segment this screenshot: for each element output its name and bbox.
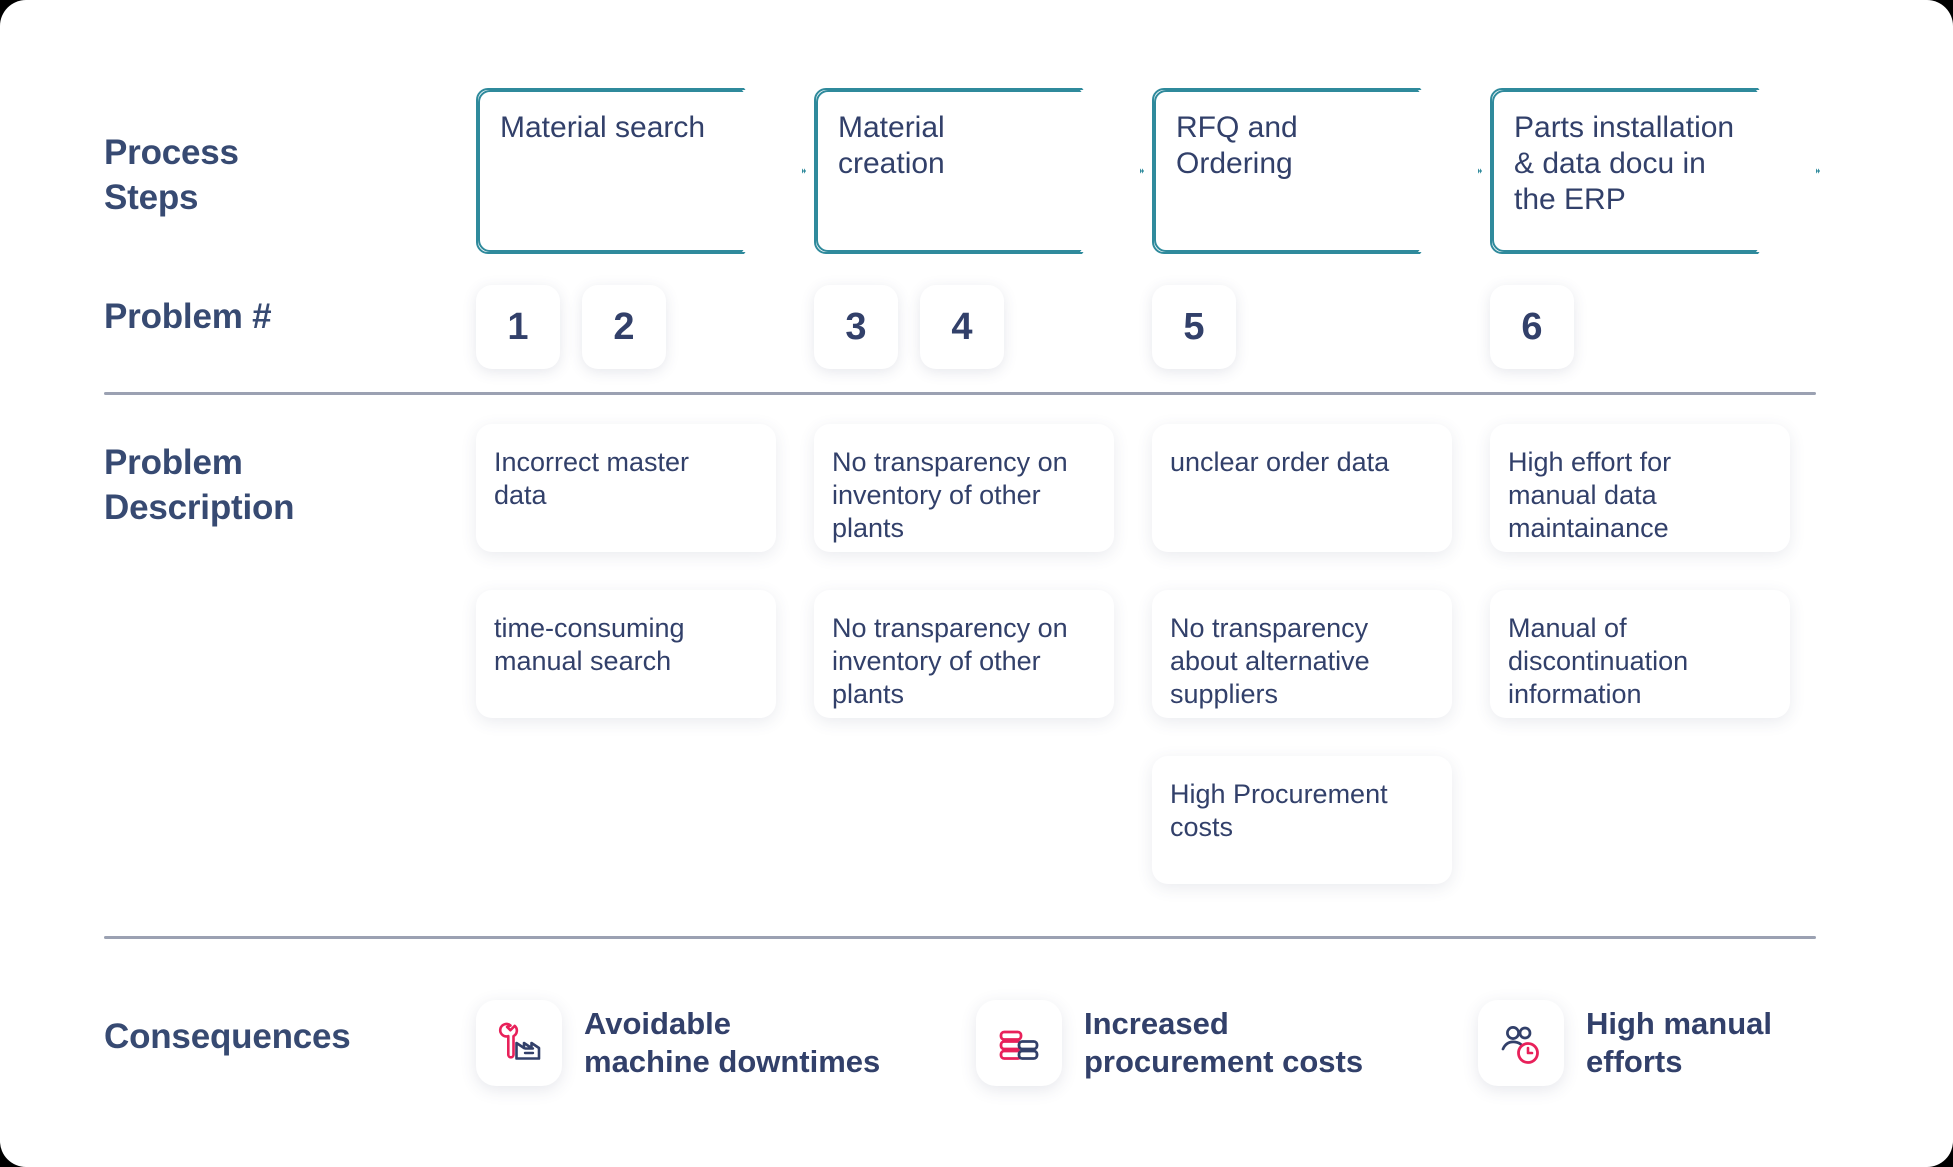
people-clock-icon xyxy=(1501,1026,1539,1064)
process-step-arrow-material-creation[interactable]: Material creation xyxy=(814,88,1144,254)
stacked-coins-icon xyxy=(999,1030,1039,1060)
problem-number-badge[interactable]: 1 xyxy=(476,285,560,369)
wrench-factory-icon xyxy=(498,1022,541,1060)
process-step-label: RFQ and Ordering xyxy=(1176,111,1298,180)
process-step-label: Material search xyxy=(500,111,706,144)
consequences-row-label: Consequences xyxy=(104,1017,351,1056)
process-steps-row-label: Process Steps xyxy=(104,133,239,217)
section-divider-bottom xyxy=(104,936,1816,939)
consequence-icon-box xyxy=(1478,1000,1564,1086)
problem-description-card[interactable]: time-consuming manual search xyxy=(476,590,776,718)
problem-description-card[interactable]: High Procurement costs xyxy=(1152,756,1452,884)
problem-number-badge[interactable]: 4 xyxy=(920,285,1004,369)
consequence-icon-box xyxy=(976,1000,1062,1086)
consequence-item-machine-downtimes[interactable]: Avoidable machine downtimes xyxy=(476,1000,880,1086)
problem-description-card[interactable]: High effort for manual data maintainance xyxy=(1490,424,1790,552)
process-step-arrow-rfq-and-ordering[interactable]: RFQ and Ordering xyxy=(1152,88,1482,254)
problem-description-card[interactable]: No transparency about alternative suppli… xyxy=(1152,590,1452,718)
process-step-arrow-material-search[interactable]: Material search xyxy=(476,88,806,254)
process-step-arrow-parts-installation[interactable]: Parts installation & data docu in the ER… xyxy=(1490,88,1820,254)
consequence-item-manual-efforts[interactable]: High manual efforts xyxy=(1478,1000,1772,1086)
problem-number-badge[interactable]: 2 xyxy=(582,285,666,369)
problem-description-card[interactable]: unclear order data xyxy=(1152,424,1452,552)
process-step-label: Material creation xyxy=(838,111,945,180)
problem-description-card[interactable]: Manual of discontinuation information xyxy=(1490,590,1790,718)
problem-number-badge[interactable]: 6 xyxy=(1490,285,1574,369)
consequence-label: High manual efforts xyxy=(1586,1006,1773,1079)
problem-number-badge[interactable]: 5 xyxy=(1152,285,1236,369)
problem-description-card[interactable]: No transparency on inventory of other pl… xyxy=(814,590,1114,718)
consequence-item-procurement-costs[interactable]: Increased procurement costs xyxy=(976,1000,1363,1086)
problem-description-card[interactable]: No transparency on inventory of other pl… xyxy=(814,424,1114,552)
problem-number-badge[interactable]: 3 xyxy=(814,285,898,369)
problem-description-row-label: Problem Description xyxy=(104,443,295,527)
problem-number-row-label: Problem # xyxy=(104,297,272,336)
consequence-icon-box xyxy=(476,1000,562,1086)
problem-description-card[interactable]: Incorrect master data xyxy=(476,424,776,552)
consequence-label: Increased procurement costs xyxy=(1084,1006,1364,1079)
process-step-label: Parts installation & data docu in the ER… xyxy=(1514,111,1735,216)
section-divider-top xyxy=(104,392,1816,395)
consequence-label: Avoidable machine downtimes xyxy=(584,1006,881,1079)
